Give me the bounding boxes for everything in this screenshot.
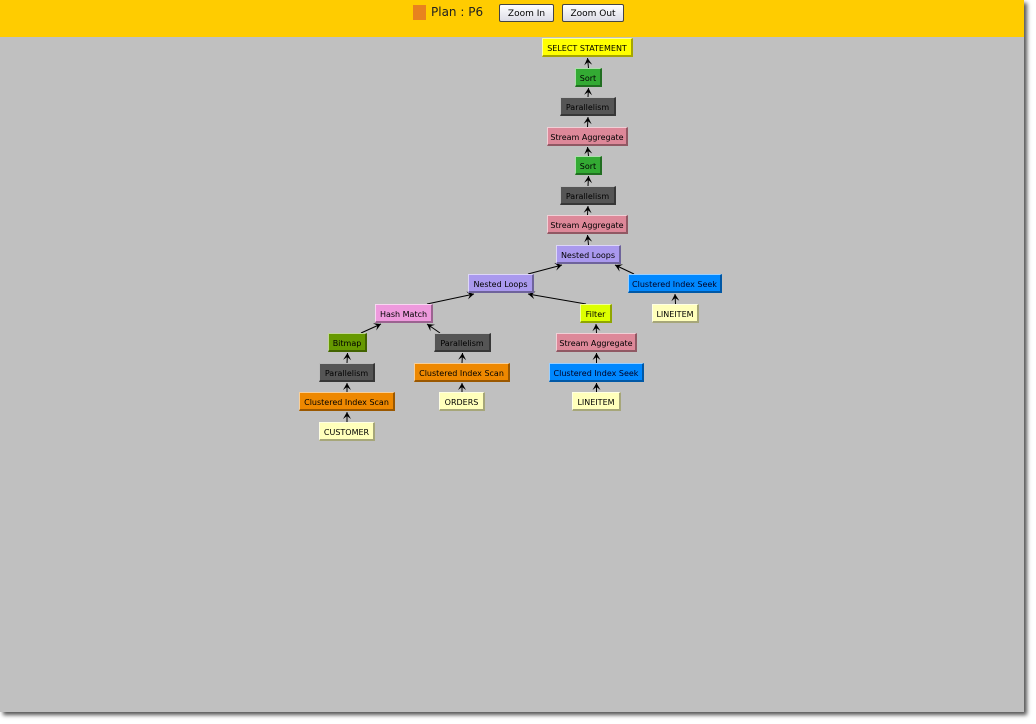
arrowhead-icon: [343, 412, 351, 419]
plan-edges: [343, 57, 680, 422]
zoom-in-button[interactable]: Zoom In: [499, 4, 554, 22]
plan-node-clustered-index-seek[interactable]: Clustered Index Seek: [628, 274, 722, 293]
arrowhead-icon: [528, 291, 536, 300]
arrowhead-icon: [615, 264, 624, 272]
plan-node-filter[interactable]: Filter: [580, 304, 612, 323]
arrowhead-icon: [583, 117, 592, 125]
plan-node-parallelism[interactable]: Parallelism: [319, 363, 375, 382]
arrowhead-icon: [427, 324, 436, 332]
arrowhead-icon: [671, 294, 680, 302]
arrowhead-icon: [458, 353, 467, 361]
plan-node-clustered-index-scan[interactable]: Clustered Index Scan: [299, 392, 395, 411]
plan-node-parallelism[interactable]: Parallelism: [560, 186, 616, 205]
edge-line: [527, 264, 563, 275]
plan-node-select-statement[interactable]: SELECT STATEMENT: [542, 38, 633, 57]
plan-node-lineitem[interactable]: LINEITEM: [652, 304, 699, 323]
arrowhead-icon: [584, 58, 593, 66]
plan-node-sort[interactable]: Sort: [575, 68, 602, 87]
plan-node-customer[interactable]: CUSTOMER: [319, 422, 375, 441]
plan-node-sort[interactable]: Sort: [575, 156, 602, 175]
arrowhead-icon: [584, 235, 593, 243]
edge-line: [426, 293, 475, 305]
plan-node-orders[interactable]: ORDERS: [439, 392, 485, 411]
edge-line: [527, 293, 587, 305]
arrowhead-icon: [343, 353, 352, 361]
plan-node-stream-aggregate[interactable]: Stream Aggregate: [547, 215, 628, 234]
plan-node-parallelism[interactable]: Parallelism: [560, 97, 616, 116]
arrowhead-icon: [584, 176, 593, 184]
plan-node-hash-match[interactable]: Hash Match: [375, 304, 433, 323]
plan-node-nested-loops[interactable]: Nested Loops: [556, 245, 621, 264]
arrowhead-icon: [583, 206, 592, 214]
arrowhead-icon: [592, 383, 601, 390]
arrowhead-icon: [466, 291, 474, 300]
zoom-out-button[interactable]: Zoom Out: [562, 4, 624, 22]
arrowhead-icon: [554, 262, 562, 271]
arrowhead-icon: [584, 88, 593, 96]
plan-node-lineitem[interactable]: LINEITEM: [572, 392, 621, 411]
arrowhead-icon: [372, 323, 381, 331]
arrowhead-icon: [458, 383, 466, 390]
arrowhead-icon: [584, 147, 593, 155]
plan-title: Plan : P6: [431, 5, 484, 19]
arrowhead-icon: [592, 353, 601, 360]
plan-node-clustered-index-scan[interactable]: Clustered Index Scan: [414, 363, 510, 382]
plan-node-stream-aggregate[interactable]: Stream Aggregate: [556, 333, 637, 352]
plan-window: Plan : P6 Zoom In Zoom Out SELECT STATEM…: [0, 0, 1024, 712]
arrowhead-icon: [592, 324, 601, 332]
plan-node-bitmap[interactable]: Bitmap: [328, 333, 367, 352]
plan-color-swatch: [413, 5, 426, 20]
plan-node-nested-loops[interactable]: Nested Loops: [468, 274, 534, 293]
plan-node-stream-aggregate[interactable]: Stream Aggregate: [547, 127, 628, 146]
plan-node-parallelism[interactable]: Parallelism: [434, 333, 491, 352]
plan-node-clustered-index-seek[interactable]: Clustered Index Seek: [549, 363, 644, 382]
toolbar: Plan : P6 Zoom In Zoom Out: [0, 0, 1024, 37]
arrowhead-icon: [343, 383, 351, 390]
